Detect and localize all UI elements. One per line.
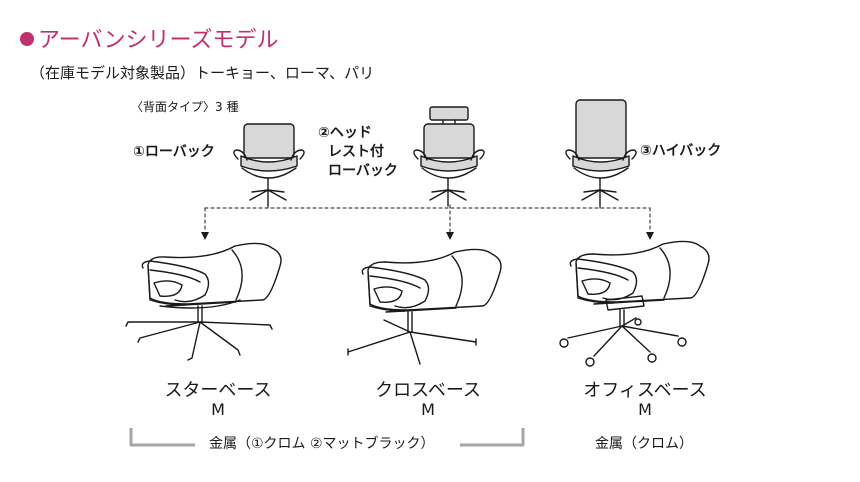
headrest-low-back-chair-icon bbox=[413, 106, 485, 207]
page-subtitle: （在庫モデル対象製品）トーキョー、ローマ、パリ bbox=[30, 64, 375, 82]
office-base-chair-icon bbox=[559, 240, 710, 367]
material-bracket bbox=[129, 428, 525, 447]
backrest-label-high-back: ③ハイバック bbox=[640, 143, 722, 159]
cross-base-chair-icon bbox=[347, 248, 502, 365]
arrow-down-icon bbox=[201, 232, 654, 240]
backrest-heading: 〈背面タイプ〉3 種 bbox=[131, 100, 239, 114]
base-name-star: スターベース bbox=[164, 380, 272, 401]
backrest-label-low-back: ①ローバック bbox=[133, 144, 215, 160]
material-shared-label: 金属（①クロム ②マットブラック） bbox=[209, 436, 435, 452]
backrest-label-headrest-low-back: ②ヘッド レスト付 ローバック bbox=[318, 124, 398, 181]
label-line: ②ヘッド bbox=[318, 125, 372, 141]
star-base-chair-icon bbox=[125, 242, 282, 361]
base-size-star: M bbox=[211, 400, 225, 419]
bullet-dot-icon bbox=[20, 32, 34, 46]
page-title: アーバンシリーズモデル bbox=[20, 22, 278, 54]
label-line: レスト付 bbox=[328, 144, 384, 160]
high-back-chair-icon bbox=[565, 99, 637, 207]
base-size-cross: M bbox=[421, 400, 435, 419]
material-office-label: 金属（クロム） bbox=[595, 436, 693, 452]
base-name-office: オフィスベース bbox=[583, 380, 707, 401]
label-line: ローバック bbox=[328, 163, 398, 179]
dashed-connector bbox=[204, 199, 651, 233]
base-size-office: M bbox=[638, 400, 652, 419]
page-title-text: アーバンシリーズモデル bbox=[38, 28, 279, 53]
low-back-chair-icon bbox=[233, 123, 305, 207]
base-name-cross: クロスベース bbox=[375, 380, 481, 401]
